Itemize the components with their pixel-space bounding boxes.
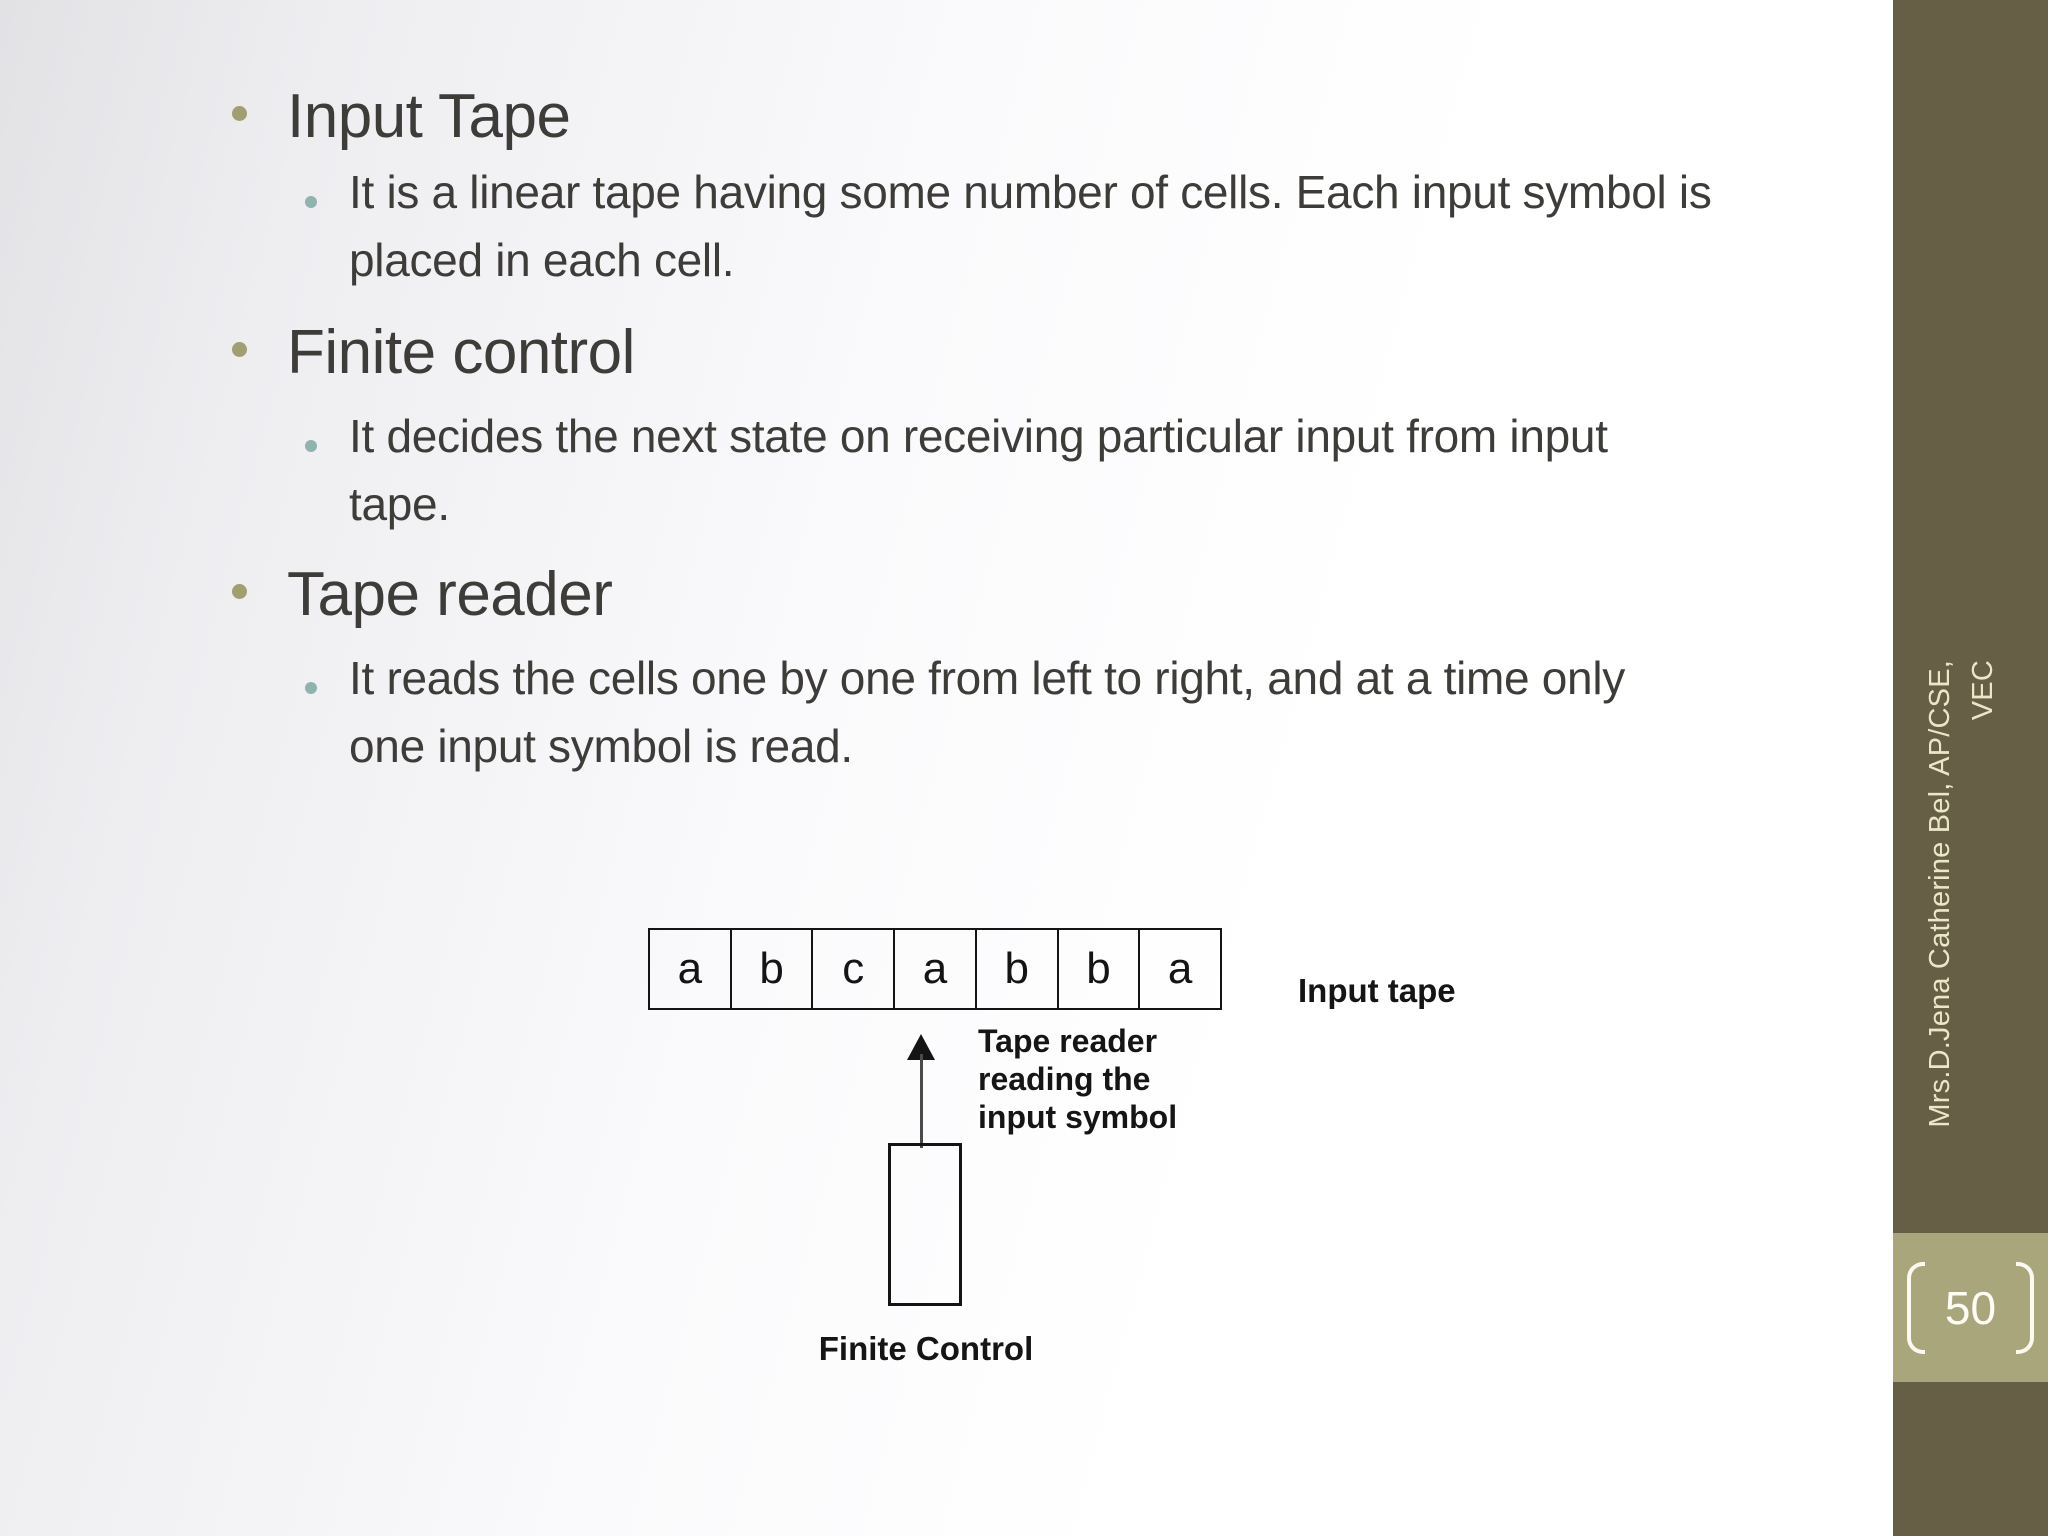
page-number: 50 [1944, 1281, 1997, 1334]
bullet-dot-icon [232, 106, 247, 121]
author-line1: Mrs.D.Jena Catherine Bel, AP/CSE, [1924, 660, 1956, 1128]
sub-bullet-input-tape: It is a linear tape having some number o… [305, 158, 1712, 294]
finite-control-label: Finite Control [818, 1330, 1034, 1367]
sidebar: Mrs.D.Jena Catherine Bel, AP/CSE, VEC 50 [1893, 0, 2048, 1536]
bullet-item-tape-reader: Tape reader [232, 560, 613, 630]
bullet-dot-icon [232, 584, 247, 599]
tape-cell: a [677, 944, 703, 993]
tape-cell: b [729, 930, 812, 1008]
bullet-item-finite-control: Finite control [232, 318, 635, 388]
tape-reader-label: Tape reader reading the input symbol [978, 1023, 1178, 1135]
arrow-line [920, 1054, 923, 1148]
tape-cell: b [1056, 930, 1139, 1008]
sub-bullet-text: It decides the next state on receiving p… [349, 410, 1608, 530]
tape-cell: a [893, 930, 975, 1008]
bullet-title: Tape reader [287, 560, 613, 629]
bullet-item-input-tape: Input Tape [232, 82, 571, 152]
author-line2: VEC [1967, 660, 1999, 721]
tape-cell: c [811, 930, 893, 1008]
input-tape-label: Input tape [1298, 972, 1456, 1009]
bullet-title: Input Tape [287, 82, 571, 151]
sub-bullet-finite-control: It decides the next state on receiving p… [305, 402, 1608, 538]
bullet-title: Finite control [287, 318, 635, 387]
bullet-dot-icon [232, 342, 247, 357]
sub-bullet-tape-reader: It reads the cells one by one from left … [305, 644, 1625, 780]
sub-bullet-text: It is a linear tape having some number o… [349, 166, 1712, 286]
sub-bullet-dot-icon [305, 682, 317, 694]
sub-bullet-dot-icon [305, 196, 317, 208]
tape-cell: b [974, 930, 1057, 1008]
bracket-right-icon [2015, 1261, 2034, 1354]
bracket-left-icon [1907, 1261, 1925, 1354]
input-tape-diagram: a b c a b b a [648, 928, 1222, 1010]
sub-bullet-dot-icon [305, 440, 317, 452]
author-credit: Mrs.D.Jena Catherine Bel, AP/CSE, VEC [1919, 660, 2005, 1140]
page-number-badge: 50 [1893, 1233, 2048, 1382]
finite-control-box [888, 1143, 962, 1306]
sub-bullet-text: It reads the cells one by one from left … [349, 652, 1625, 772]
tape-cell: a [1138, 930, 1220, 1008]
